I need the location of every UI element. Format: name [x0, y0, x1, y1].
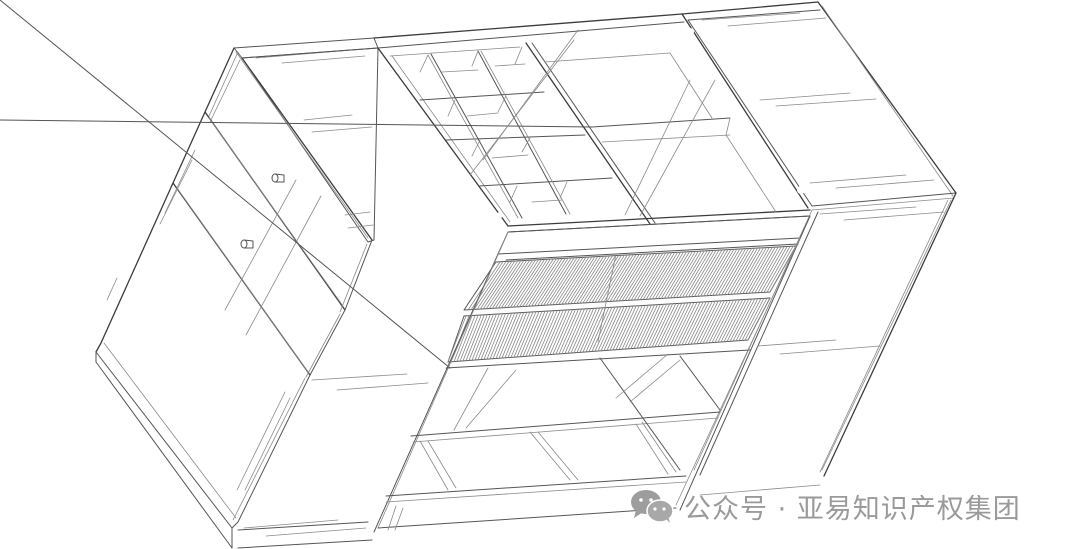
- wechat-icon: [630, 488, 674, 524]
- knob-icon: [271, 173, 285, 183]
- hatch-upper: [467, 245, 797, 311]
- right-cabinet-module: [681, 1, 957, 496]
- hatch-lower: [447, 297, 771, 363]
- top-tray-compartments: [0, 13, 813, 233]
- watermark: 公众号 · 亚易知识产权集团: [630, 486, 1021, 526]
- left-cabinet-module: [95, 37, 429, 549]
- knob-icon: [240, 239, 254, 249]
- lower-shelves: [373, 215, 811, 533]
- watermark-text: 公众号 · 亚易知识产权集团: [684, 493, 1021, 525]
